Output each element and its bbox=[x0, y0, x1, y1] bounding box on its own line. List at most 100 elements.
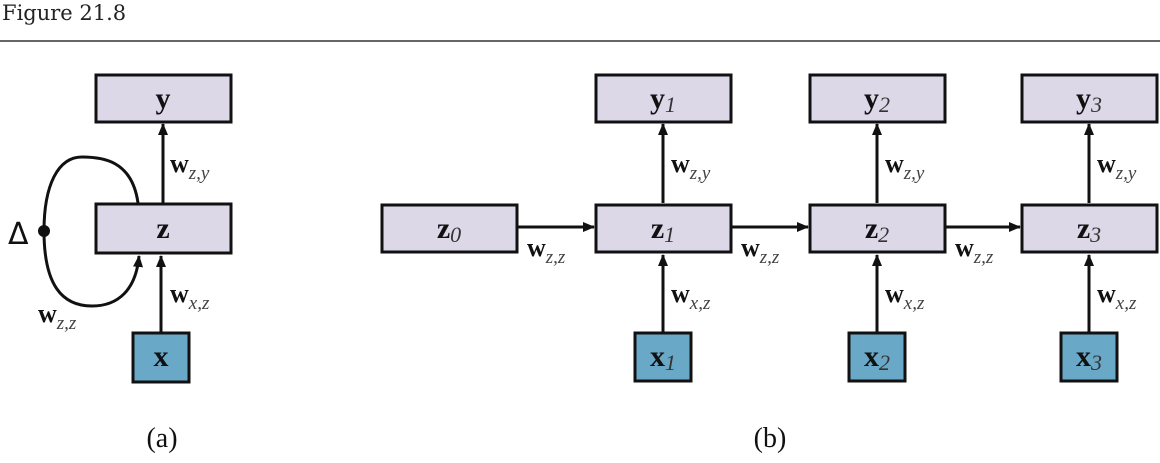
delay-node-dot bbox=[38, 225, 50, 237]
output-box bbox=[808, 73, 947, 124]
label-main: y bbox=[864, 82, 879, 115]
output-box bbox=[1020, 73, 1159, 124]
delay-symbol: Δ bbox=[8, 217, 29, 252]
weight-main: w bbox=[38, 299, 57, 328]
weight-sub: z,z bbox=[56, 313, 77, 334]
label-sub: 0 bbox=[450, 222, 461, 247]
weight-sub: z,y bbox=[689, 163, 711, 184]
weight-main: w bbox=[1097, 149, 1116, 178]
weight-sub: x,z bbox=[1115, 293, 1137, 314]
weight-sub: z,z bbox=[545, 247, 566, 268]
input-box bbox=[847, 331, 907, 383]
hidden-box bbox=[594, 203, 733, 254]
initial-state-label: z0 bbox=[437, 212, 461, 247]
time-step-3: wz,z y3 z3 x3 wz,y wx,z bbox=[946, 73, 1159, 383]
weight-label-xz: wx,z bbox=[170, 279, 210, 314]
hidden-label: z bbox=[156, 212, 169, 245]
label-sub: 1 bbox=[665, 350, 676, 375]
weight-label-zy: wz,y bbox=[885, 149, 925, 184]
weight-main: w bbox=[527, 233, 546, 262]
weight-main: w bbox=[170, 149, 189, 178]
output-label: y2 bbox=[864, 82, 890, 117]
initial-state-node: z0 bbox=[380, 203, 519, 254]
hidden-label: z2 bbox=[865, 212, 889, 247]
weight-label-xz: wx,z bbox=[1097, 279, 1137, 314]
panel-a-label: (a) bbox=[146, 423, 177, 454]
hidden-label-main: z bbox=[156, 212, 169, 245]
hidden-box bbox=[94, 202, 233, 255]
label-main: x bbox=[650, 340, 665, 373]
weight-label-zz: wz,z bbox=[38, 299, 77, 334]
label-main: z bbox=[651, 212, 664, 245]
weight-sub: z,z bbox=[759, 247, 780, 268]
input-label: x bbox=[154, 340, 169, 373]
weight-sub: x,z bbox=[903, 293, 925, 314]
label-sub: 1 bbox=[665, 92, 676, 117]
input-box bbox=[1059, 331, 1119, 383]
label-main: y bbox=[650, 82, 665, 115]
label-main: x bbox=[1076, 340, 1091, 373]
label-main: z bbox=[1077, 212, 1090, 245]
weight-label-zz: wz,z bbox=[527, 233, 566, 268]
input-box bbox=[633, 331, 693, 383]
output-label-main: y bbox=[156, 82, 171, 115]
weight-label-zz: wz,z bbox=[741, 233, 780, 268]
input-label: x1 bbox=[650, 340, 676, 375]
label-main: y bbox=[1076, 82, 1091, 115]
weight-main: w bbox=[1097, 279, 1116, 308]
time-step-1: wz,z y1 z1 x1 wz,y wx,z bbox=[518, 73, 733, 383]
input-label: x3 bbox=[1076, 340, 1102, 375]
weight-sub: x,z bbox=[188, 293, 210, 314]
label-sub: 3 bbox=[1089, 222, 1101, 247]
panel-b-label: (b) bbox=[754, 423, 787, 454]
hidden-label: z1 bbox=[651, 212, 675, 247]
output-label: y3 bbox=[1076, 82, 1102, 117]
weight-main: w bbox=[955, 233, 974, 262]
weight-main: w bbox=[170, 279, 189, 308]
label-sub: 2 bbox=[878, 222, 889, 247]
weight-main: w bbox=[885, 149, 904, 178]
time-step-2: wz,z y2 z2 x2 wz,y wx,z bbox=[732, 73, 947, 383]
weight-sub: z,z bbox=[973, 247, 994, 268]
output-label: y1 bbox=[650, 82, 676, 117]
weight-label-xz: wx,z bbox=[885, 279, 925, 314]
weight-sub: z,y bbox=[903, 163, 925, 184]
input-node-x: x bbox=[131, 331, 191, 384]
weight-label-xz: wx,z bbox=[671, 279, 711, 314]
label-main: x bbox=[864, 340, 879, 373]
hidden-node-z: z bbox=[94, 202, 233, 255]
weight-main: w bbox=[885, 279, 904, 308]
output-node-y: y bbox=[94, 73, 233, 124]
weight-label-zz: wz,z bbox=[955, 233, 994, 268]
input-label: x2 bbox=[864, 340, 890, 375]
weight-label-zy: wz,y bbox=[1097, 149, 1137, 184]
weight-sub: z,y bbox=[1115, 163, 1137, 184]
label-sub: 2 bbox=[879, 350, 890, 375]
output-box bbox=[594, 73, 733, 124]
weight-sub: z,y bbox=[188, 163, 210, 184]
weight-main: w bbox=[671, 149, 690, 178]
hidden-box bbox=[808, 203, 947, 254]
input-label-main: x bbox=[154, 340, 169, 373]
label-sub: 3 bbox=[1090, 350, 1102, 375]
label-sub: 2 bbox=[879, 92, 890, 117]
weight-label-zy: wz,y bbox=[170, 149, 210, 184]
label-sub: 3 bbox=[1090, 92, 1102, 117]
hidden-box bbox=[1020, 203, 1159, 254]
label-main: z bbox=[865, 212, 878, 245]
output-box bbox=[94, 73, 233, 124]
initial-state-box bbox=[380, 203, 519, 254]
panel-b: z0 wz,z y1 z1 x1 wz,y bbox=[380, 73, 1159, 454]
weight-main: w bbox=[741, 233, 760, 262]
input-box bbox=[131, 331, 191, 384]
figure-caption: Figure 21.8 bbox=[2, 1, 127, 25]
weight-main: w bbox=[671, 279, 690, 308]
weight-sub: x,z bbox=[689, 293, 711, 314]
label-sub: 1 bbox=[664, 222, 675, 247]
weight-label-zy: wz,y bbox=[671, 149, 711, 184]
label-main: z bbox=[437, 212, 450, 245]
panel-a: Δ y z x wz,y wx,z wz,z bbox=[8, 73, 233, 454]
output-label: y bbox=[156, 82, 171, 115]
hidden-label: z3 bbox=[1077, 212, 1101, 247]
